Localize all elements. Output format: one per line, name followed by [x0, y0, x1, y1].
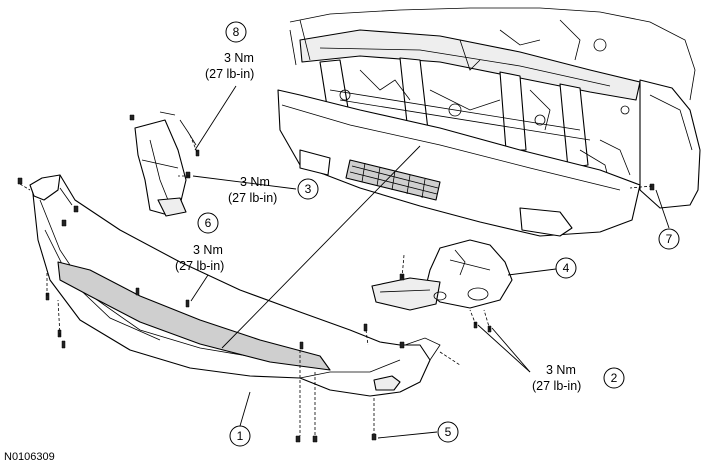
torque-nm: 3 Nm [546, 363, 576, 377]
callout-number: 3 [305, 182, 312, 196]
torque-lbin: (27 lb-in) [205, 67, 254, 81]
vehicle-front-structure [277, 7, 701, 237]
figure-id: N0106309 [4, 451, 55, 463]
torque-nm: 3 Nm [224, 51, 254, 65]
callout-7: 7 [658, 228, 680, 250]
right-bumper-bracket [371, 239, 513, 311]
callout-number: 2 [611, 371, 618, 385]
torque-lbin: (27 lb-in) [175, 259, 224, 273]
callout-1: 1 [229, 425, 251, 447]
callout-number: 6 [205, 216, 212, 230]
callout-number: 5 [445, 425, 452, 439]
torque-lbin: (27 lb-in) [228, 191, 277, 205]
callout-number: 1 [237, 429, 244, 443]
callout-number: 8 [233, 25, 240, 39]
torque-nm: 3 Nm [193, 243, 223, 257]
leader-lines [190, 85, 670, 439]
torque-nm: 3 Nm [240, 175, 270, 189]
alignment-lines [19, 134, 653, 436]
callout-number: 7 [666, 232, 673, 246]
callout-4: 4 [555, 257, 577, 279]
torque-lbin: (27 lb-in) [532, 379, 581, 393]
front-bumper-cover [29, 174, 441, 397]
callout-3: 3 3 Nm (27 lb-in) [228, 175, 319, 205]
callout-2: 2 3 Nm (27 lb-in) [532, 363, 625, 393]
callout-number: 4 [563, 261, 570, 275]
callout-5: 5 [437, 421, 459, 443]
callout-8: 8 3 Nm (27 lb-in) [205, 21, 254, 81]
left-bumper-bracket [134, 111, 197, 217]
callout-6: 6 3 Nm (27 lb-in) [175, 212, 224, 273]
